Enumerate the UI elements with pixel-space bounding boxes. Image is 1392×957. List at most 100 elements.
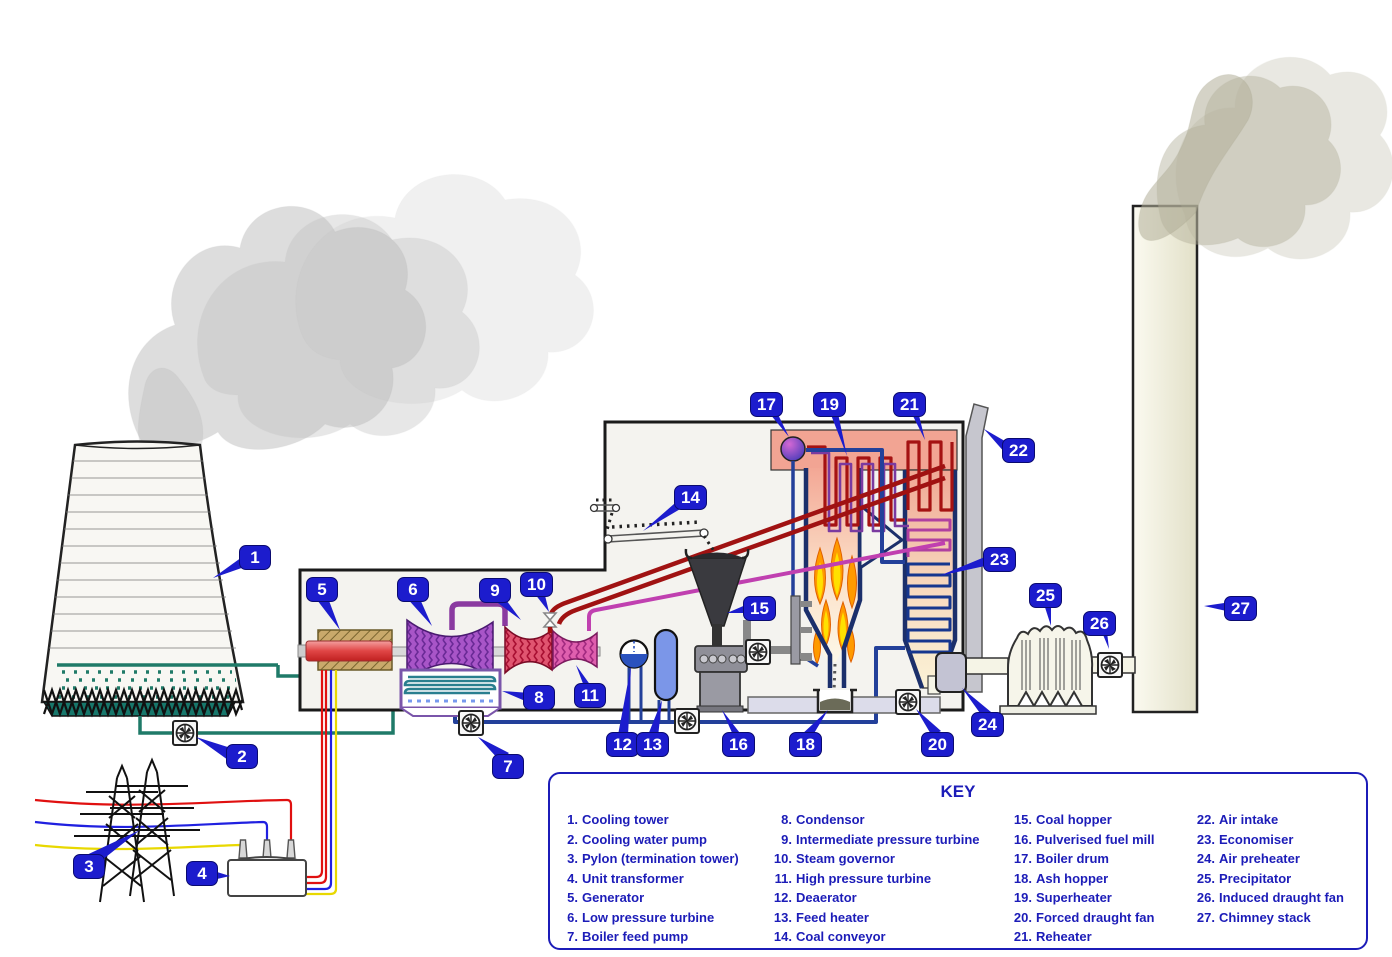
key-item: 16.Pulverised fuel mill: [1013, 831, 1155, 847]
key-item: 4.Unit transformer: [567, 870, 684, 886]
condensate-pump: [674, 708, 700, 734]
key-item: 8.Condensor: [781, 812, 865, 827]
label-badge-19: 19: [813, 392, 846, 417]
key-item: 11.High pressure turbine: [774, 870, 932, 886]
intermediate-pressure-turbine: [504, 625, 553, 675]
label-badge-24: 24: [971, 712, 1004, 737]
precipitator: [999, 625, 1097, 715]
chimney-smoke: [1138, 56, 1392, 260]
high-pressure-turbine: [552, 629, 598, 671]
feed-heater: [653, 628, 679, 702]
burners: [800, 601, 812, 659]
label-badge-27: 27: [1224, 596, 1257, 621]
label-badge-20: 20: [921, 732, 954, 757]
pulverised-fuel-mill: [694, 645, 748, 713]
condensor: [399, 668, 502, 717]
key-item: 6.Low pressure turbine: [567, 909, 715, 925]
boiler-drum: [780, 436, 806, 462]
label-badge-21: 21: [893, 392, 926, 417]
key-item: 2.Cooling water pump: [567, 831, 707, 847]
label-badge-17: 17: [750, 392, 783, 417]
label-badge-7: 7: [492, 754, 524, 779]
deaerator: [619, 639, 649, 669]
key-item: 26.Induced draught fan: [1196, 890, 1344, 905]
key-item: 24.Air preheater: [1196, 851, 1300, 866]
label-badge-4: 4: [186, 861, 218, 886]
label-badge-22: 22: [1002, 438, 1035, 463]
label-badge-8: 8: [523, 685, 555, 710]
key-item: 27.Chimney stack: [1196, 909, 1311, 925]
label-badge-6: 6: [397, 577, 429, 602]
key-legend: KEY 1.Cooling tower 2.Cooling water pump…: [548, 772, 1368, 950]
key-column-3: 15.Coal hopper 16.Pulverised fuel mill 1…: [1000, 810, 1155, 947]
key-item: 13.Feed heater: [773, 909, 869, 925]
reheater-lower-coil: [906, 518, 952, 557]
label-badge-11: 11: [574, 683, 606, 708]
key-item: 9.Intermediate pressure turbine: [781, 831, 980, 847]
key-item: 18.Ash hopper: [1013, 870, 1109, 886]
key-item: 10.Steam governor: [773, 851, 895, 866]
air-intake-duct: [965, 403, 989, 693]
label-badge-1: 1: [239, 545, 271, 570]
label-badge-25: 25: [1029, 583, 1062, 608]
label-badge-26: 26: [1083, 611, 1116, 636]
label-badge-14: 14: [674, 485, 707, 510]
water-spray: [57, 663, 278, 699]
coal-conveyor: [589, 498, 718, 555]
steam-governor: [542, 612, 558, 633]
cooling-water-pump: [172, 720, 198, 746]
generator-leads: [306, 670, 338, 896]
label-badge-23: 23: [983, 547, 1016, 572]
key-item: 3.Pylon (termination tower): [567, 851, 739, 866]
unit-transformer: [227, 839, 307, 897]
reheater-coil: [906, 440, 954, 512]
label-badge-3: 3: [73, 854, 105, 879]
transformer-bushings: [238, 839, 296, 859]
key-item: 25.Precipitator: [1196, 870, 1292, 886]
generator: [297, 629, 393, 671]
label-badge-13: 13: [636, 732, 669, 757]
key-item: 1.Cooling tower: [567, 812, 669, 827]
coal-hopper: [684, 548, 750, 650]
chimney-stack: [1131, 204, 1199, 714]
cooling-tower-steam: [128, 174, 594, 454]
key-column-2: 8.Condensor 9.Intermediate pressure turb…: [762, 810, 980, 947]
cooling-tower-rings: [49, 460, 236, 649]
burner-manifold: [790, 595, 801, 665]
key-item: 22.Air intake: [1196, 812, 1279, 827]
mill-fan: [745, 639, 771, 665]
cooling-tower: [40, 440, 278, 718]
key-item: 5.Generator: [567, 890, 645, 905]
key-item: 20.Forced draught fan: [1013, 909, 1155, 925]
key-item: 14.Coal conveyor: [773, 929, 886, 944]
boiler: [770, 429, 958, 689]
forced-draught-fan: [895, 689, 921, 715]
induced-draught-fan: [1097, 652, 1123, 678]
precipitator-plates: [1021, 638, 1081, 690]
key-item: 19.Superheater: [1013, 890, 1112, 905]
ash-hopper: [813, 663, 857, 714]
key-title: KEY: [940, 782, 976, 801]
boiler-feed-pump: [458, 710, 484, 736]
key-column-4: 22.Air intake 23.Economiser 24.Air prehe…: [1185, 810, 1344, 927]
coal-dots: [596, 498, 718, 555]
key-item: 21.Reheater: [1013, 929, 1092, 944]
air-preheater: [935, 652, 967, 693]
label-badge-18: 18: [789, 732, 822, 757]
tower-legs: [42, 686, 244, 718]
label-badge-9: 9: [479, 578, 511, 603]
label-badge-16: 16: [722, 732, 755, 757]
key-item: 17.Boiler drum: [1013, 851, 1109, 866]
label-badge-5: 5: [306, 577, 338, 602]
key-item: 12.Deaerator: [773, 890, 857, 905]
label-badge-15: 15: [743, 596, 776, 621]
key-column-1: 1.Cooling tower 2.Cooling water pump 3.P…: [558, 810, 739, 947]
key-item: 15.Coal hopper: [1013, 812, 1112, 827]
pylon-rear: [74, 763, 170, 903]
label-badge-10: 10: [520, 572, 553, 597]
label-badge-12: 12: [606, 732, 639, 757]
key-item: 7.Boiler feed pump: [567, 929, 689, 944]
pylon: [74, 757, 200, 903]
label-badge-2: 2: [226, 744, 258, 769]
